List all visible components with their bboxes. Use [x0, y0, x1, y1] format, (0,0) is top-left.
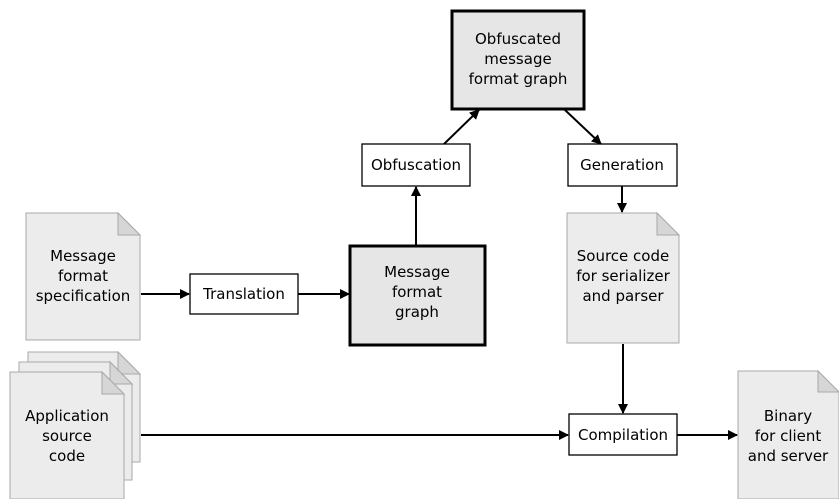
generation-label: Generation	[580, 156, 664, 174]
translation-box: Translation	[189, 273, 299, 315]
graph-line-1: Message	[384, 263, 450, 281]
arrow-icon	[443, 109, 480, 145]
doc-app-line-2: source	[42, 427, 92, 445]
application-source-code-document-stack: Application source code	[9, 350, 142, 499]
doc-spec-line-1: Message	[50, 247, 116, 265]
doc-spec-line-3: specification	[36, 287, 131, 305]
binary-document: Binary for client and server	[737, 369, 839, 499]
doc-spec-line-2: format	[58, 267, 108, 285]
serializer-parser-source-document: Source code for serializer and parser	[566, 211, 681, 344]
obf-graph-line-1: Obfuscated	[475, 30, 561, 48]
generation-box: Generation	[567, 143, 678, 187]
document-stack-icon	[9, 350, 142, 499]
doc-binary-line-2: for client	[755, 427, 822, 445]
document-icon	[737, 370, 839, 499]
document-icon	[566, 212, 680, 344]
doc-app-line-1: Application	[25, 407, 109, 425]
doc-source-line-3: and parser	[582, 287, 664, 305]
obf-graph-line-3: format graph	[469, 70, 568, 88]
obfuscation-label: Obfuscation	[371, 156, 461, 174]
obfuscated-message-format-graph-box: Obfuscated message format graph	[450, 9, 586, 111]
translation-label: Translation	[202, 285, 285, 303]
doc-binary-line-3: and server	[748, 447, 829, 465]
obf-graph-line-2: message	[484, 50, 551, 68]
compilation-label: Compilation	[578, 426, 668, 444]
compilation-box: Compilation	[568, 413, 678, 456]
obfuscation-box: Obfuscation	[361, 143, 471, 187]
arrow-icon	[564, 109, 602, 145]
doc-binary-line-1: Binary	[764, 407, 812, 425]
doc-app-line-3: code	[49, 447, 85, 465]
doc-source-line-1: Source code	[577, 247, 669, 265]
document-icon	[25, 212, 141, 341]
doc-source-line-2: for serializer	[576, 267, 670, 285]
message-format-specification-document: Message format specification	[25, 211, 142, 341]
message-format-graph-box: Message format graph	[348, 244, 487, 347]
graph-line-3: graph	[395, 303, 439, 321]
graph-line-2: format	[392, 283, 442, 301]
